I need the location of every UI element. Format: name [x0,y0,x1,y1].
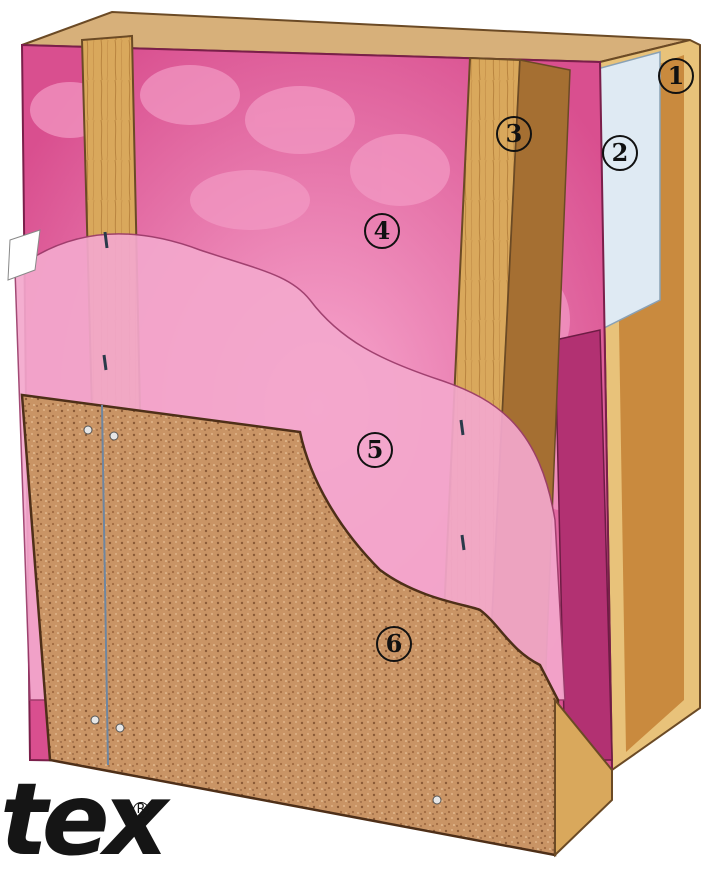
callout-5: 5 [357,432,393,468]
callout-6: 6 [376,626,412,662]
brand-logo: tex [0,770,162,870]
callout-3: 3 [496,116,532,152]
registered-mark: R [133,802,149,818]
callout-1: 1 [658,58,694,94]
callout-2: 2 [602,135,638,171]
callout-4: 4 [364,213,400,249]
